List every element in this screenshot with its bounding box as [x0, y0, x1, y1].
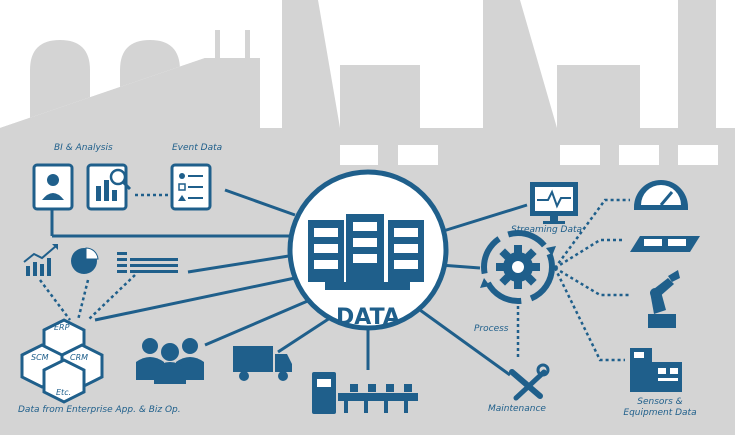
- connectors: [50, 188, 528, 377]
- data-hub-label: DATA: [336, 305, 400, 330]
- bi-chart-search-icon: [86, 163, 132, 211]
- sensors-label-line1: Sensors &: [637, 397, 683, 407]
- process-label: Process: [474, 324, 509, 334]
- equipment-icon: [630, 348, 682, 392]
- enterprise-cubes-icon: [20, 318, 104, 404]
- gauge-icon: [634, 180, 688, 210]
- truck-icon: [233, 346, 292, 381]
- scm-label: SCM: [31, 353, 49, 362]
- erp-label: ERP: [54, 323, 70, 332]
- robot-arm-icon: [648, 270, 680, 328]
- conveyor-machine-icon: [312, 372, 418, 414]
- event-data-checklist-icon: [170, 163, 212, 211]
- people-group-icon: [136, 338, 204, 384]
- factory-windows: [340, 145, 718, 165]
- maintenance-label: Maintenance: [488, 404, 546, 414]
- trend-chart-icon: [23, 244, 58, 276]
- streaming-data-label: Streaming Data: [511, 225, 583, 235]
- sensors-label-line2: Equipment Data: [623, 408, 697, 418]
- crm-label: CRM: [70, 353, 89, 362]
- bi-analysis-label: BI & Analysis: [54, 143, 113, 153]
- data-hub: DATA: [287, 169, 449, 331]
- etc-label: Etc.: [56, 388, 72, 397]
- streaming-monitor-icon: [530, 182, 578, 224]
- data-table-icon: [117, 252, 178, 273]
- enterprise-data-label: Data from Enterprise App. & Biz Op.: [18, 405, 181, 415]
- dotted-connectors: [39, 193, 630, 362]
- conveyor-belt-icon: [630, 236, 700, 252]
- event-data-label: Event Data: [172, 143, 223, 153]
- process-gear-icon: [480, 230, 556, 304]
- bi-user-report-icon: [32, 163, 74, 211]
- maintenance-tools-icon: [509, 363, 550, 401]
- pie-chart-icon: [71, 247, 99, 274]
